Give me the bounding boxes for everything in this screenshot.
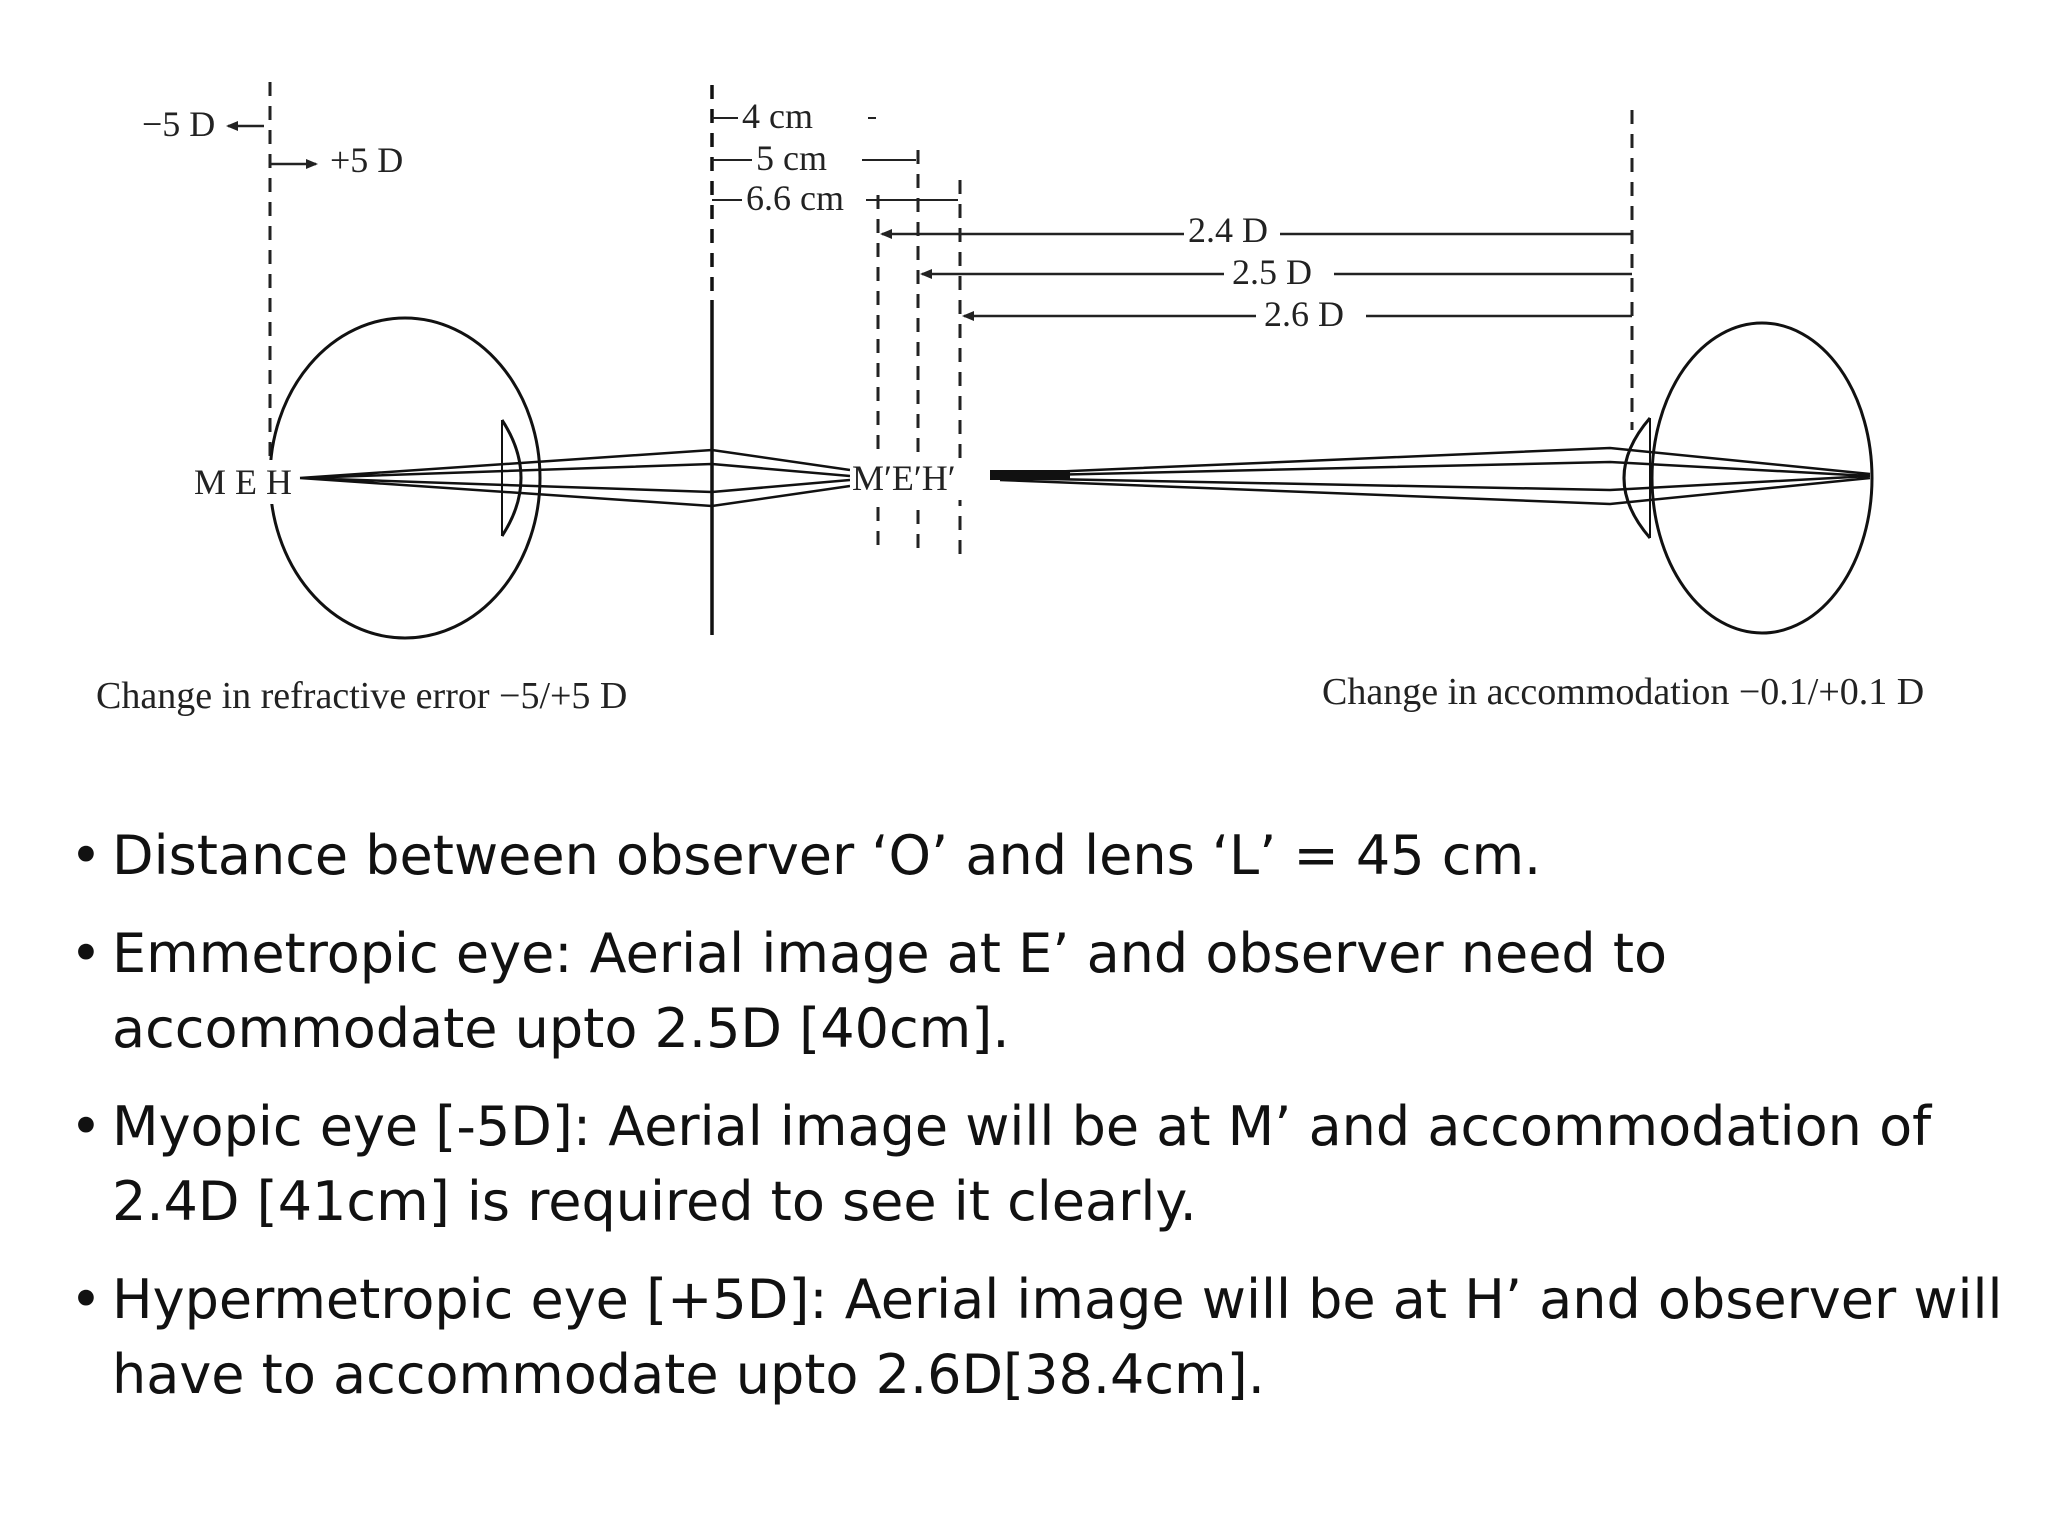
bullet-dot: •	[70, 1095, 102, 1158]
bullet-item: •Myopic eye [-5D]: Aerial image will be …	[70, 1089, 2010, 1239]
ray-bundle-right	[999, 446, 1871, 506]
left-eye-cornea	[500, 419, 523, 537]
acc-25d-label: 2.5 D	[1232, 252, 1312, 292]
plus-5d-label: +5 D	[330, 140, 403, 180]
dist-5cm-label: 5 cm	[756, 138, 827, 178]
bullet-item: •Emmetropic eye: Aerial image at E’ and …	[70, 916, 2010, 1066]
acc-24d-label: 2.4 D	[1188, 210, 1268, 250]
optics-diagram: −5 D +5 D 4 cm 5 cm 6.6 cm 2.4 D 2.5 D 2…	[96, 75, 1924, 717]
bullet-text: Hypermetropic eye [+5D]: Aerial image wi…	[112, 1268, 2003, 1406]
bullet-dot: •	[70, 922, 102, 985]
dist-66cm-label: 6.6 cm	[746, 178, 844, 218]
left-points-label: M E H	[194, 462, 292, 502]
caption-right: Change in accommodation −0.1/+0.1 D	[1322, 671, 1924, 713]
right-eye-cornea	[1622, 417, 1652, 539]
bullet-item: •Hypermetropic eye [+5D]: Aerial image w…	[70, 1262, 2010, 1412]
bullet-text: Distance between observer ‘O’ and lens ‘…	[112, 824, 1542, 887]
acc-26d-label: 2.6 D	[1264, 294, 1344, 334]
image-points-label: M′E′H′	[852, 458, 956, 498]
bullet-list: •Distance between observer ‘O’ and lens …	[70, 818, 2010, 1435]
right-eye	[1650, 321, 1874, 635]
image-point-bar	[990, 470, 1070, 480]
bullet-dot: •	[70, 824, 102, 887]
bullet-dot: •	[70, 1268, 102, 1331]
dist-4cm-label: 4 cm	[742, 96, 813, 136]
caption-left: Change in refractive error −5/+5 D	[96, 675, 627, 717]
ray-bundle-left	[299, 448, 851, 508]
bullet-text: Emmetropic eye: Aerial image at E’ and o…	[112, 922, 1668, 1060]
bullet-text: Myopic eye [-5D]: Aerial image will be a…	[112, 1095, 1932, 1233]
bullet-item: •Distance between observer ‘O’ and lens …	[70, 818, 2010, 893]
minus-5d-label: −5 D	[142, 104, 215, 144]
